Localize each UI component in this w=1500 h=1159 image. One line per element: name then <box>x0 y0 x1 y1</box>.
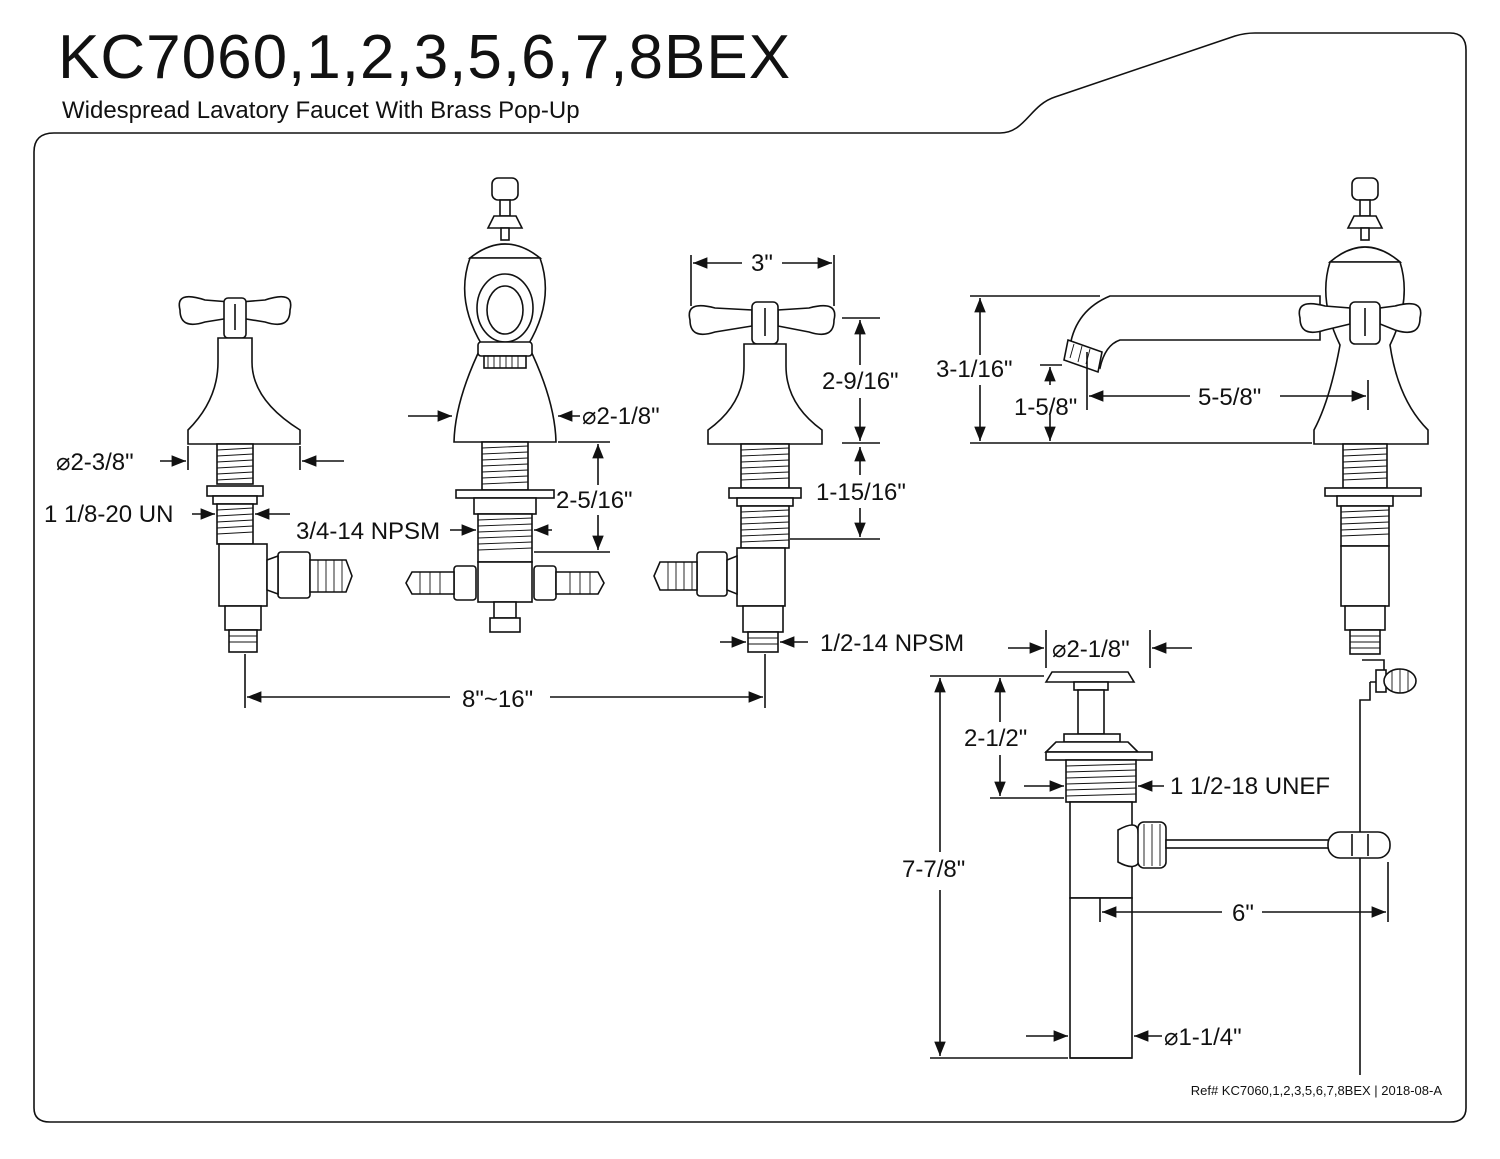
dim-spout-reach: 5-5/8" <box>1198 384 1262 411</box>
page-subtitle: Widespread Lavatory Faucet With Brass Po… <box>62 97 580 124</box>
reference-code: Ref# KC7060,1,2,3,5,6,7,8BEX | 2018-08-A <box>1190 1083 1442 1098</box>
dim-spout-height: 3-1/16" <box>936 356 1013 383</box>
page-title: KC7060,1,2,3,5,6,7,8BEX <box>58 23 792 92</box>
page-frame <box>33 32 1467 1123</box>
dim-drain-flange-dia: ⌀2-1/8" <box>1052 636 1130 663</box>
dim-spout-shank-length: 2-5/16" <box>556 487 633 514</box>
left-handle-valve <box>178 295 353 653</box>
dim-drain-length: 7-7/8" <box>902 856 966 883</box>
dim-handle-thread: 1 1/8-20 UN <box>44 501 174 528</box>
dim-spread: 8"~16" <box>462 686 534 713</box>
dim-drain-thread: 1 1/2-18 UNEF <box>1170 773 1331 800</box>
dim-tailpiece-dia: ⌀1-1/4" <box>1164 1024 1242 1051</box>
dimension-lines <box>160 255 1389 1059</box>
dim-handle-base-dia: ⌀2-3/8" <box>56 449 134 476</box>
dim-spout-thread: 3/4-14 NPSM <box>296 518 441 545</box>
pop-up-drain <box>1044 671 1391 1059</box>
side-view-faucet <box>1063 177 1429 1075</box>
dim-handle-height: 2-9/16" <box>822 368 899 395</box>
spout-front <box>405 177 605 633</box>
dim-spout-base-dia: ⌀2-1/8" <box>582 403 660 430</box>
dim-inlet-thread: 1/2-14 NPSM <box>820 630 965 657</box>
dim-handle-shank-length: 1-15/16" <box>816 479 906 506</box>
right-handle-valve <box>653 301 836 653</box>
dim-aerator-height: 1-5/8" <box>1014 394 1078 421</box>
dim-pivot-rod-length: 6" <box>1232 900 1254 927</box>
dim-handle-width: 3" <box>751 250 773 277</box>
dim-drain-flange-height: 2-1/2" <box>964 725 1028 752</box>
